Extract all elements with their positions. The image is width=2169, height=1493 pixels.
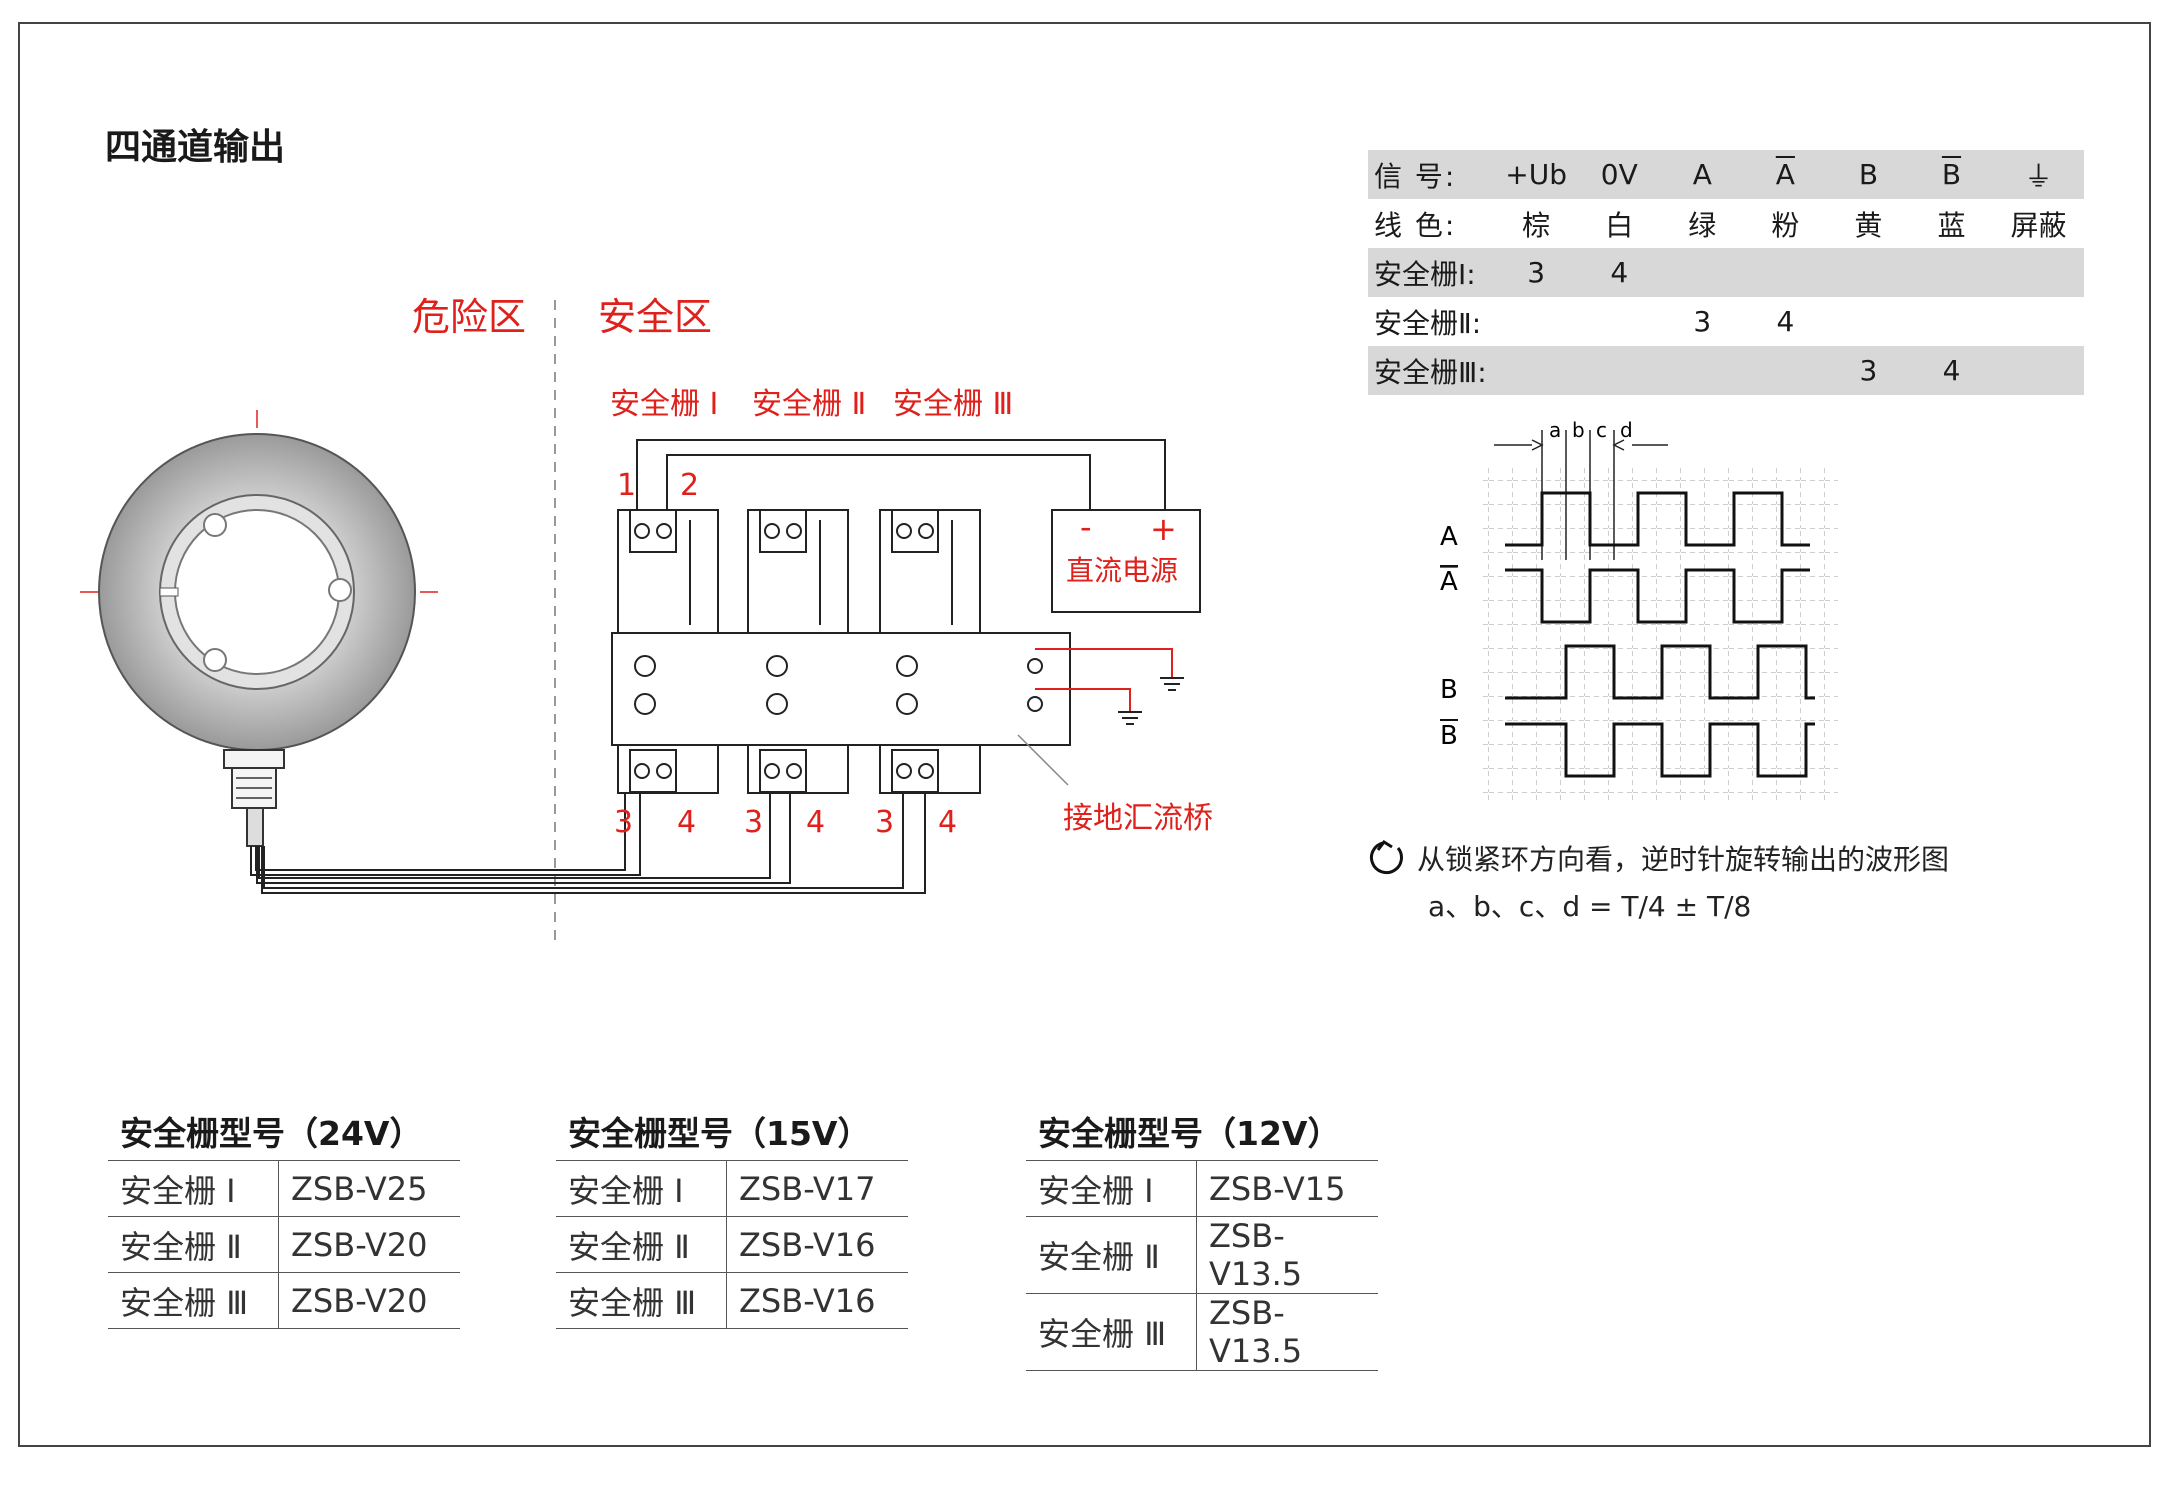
- color-cell: 粉: [1771, 208, 1800, 242]
- encoder-ring: [80, 410, 440, 847]
- color-cell: 棕: [1522, 208, 1551, 242]
- safe-zone-label: 安全区: [598, 295, 712, 339]
- signal-a-bar: A: [1775, 158, 1795, 191]
- power-minus: -: [1080, 508, 1092, 546]
- barrier-module-1: [617, 509, 719, 794]
- channel-a-bar-label: A: [1440, 567, 1458, 597]
- page-frame: [18, 22, 2151, 1447]
- model-code: ZSB-V25: [278, 1160, 460, 1217]
- barrier-3-row: 安全栅Ⅲ: 3 4: [1368, 346, 2084, 395]
- row-value: 4: [1942, 354, 1961, 387]
- row-value: 4: [1776, 305, 1795, 338]
- model-table-title: 安全栅型号（12V）: [1038, 1114, 1341, 1153]
- barrier-2-label: 安全栅 Ⅱ: [752, 387, 866, 422]
- shield-ground-icon: ⏚: [2024, 159, 2053, 193]
- power-plus: +: [1150, 510, 1177, 548]
- model-name: 安全栅 Ⅰ: [1026, 1160, 1197, 1217]
- waveform-diagram: a b c d A A B B: [1440, 418, 1838, 801]
- model-name: 安全栅 Ⅱ: [556, 1216, 727, 1273]
- row-label: 安全栅Ⅱ:: [1374, 306, 1482, 340]
- barrier-2-row: 安全栅Ⅱ: 3 4: [1368, 297, 2084, 346]
- color-cell: 黄: [1854, 208, 1883, 242]
- ground-wiring: [1035, 648, 1173, 712]
- terminal-3-label-b3: 3: [875, 805, 894, 840]
- signal-b: B: [1858, 158, 1879, 191]
- ground-symbol: [1118, 677, 1184, 725]
- row-value: 3: [1527, 256, 1546, 289]
- waveform-formula: a、b、c、d = T/4 ± T/8: [1428, 890, 1752, 923]
- power-supply-label: 直流电源: [1066, 554, 1178, 587]
- bus-bar-leader: [1017, 734, 1069, 786]
- terminal-3-label-b1: 3: [614, 805, 633, 840]
- terminal-4-label-b3: 4: [938, 805, 957, 840]
- row-value: 3: [1859, 354, 1878, 387]
- terminal-1-label: 1: [617, 468, 636, 503]
- model-code: ZSB-V16: [726, 1272, 908, 1329]
- signal-b-bar: B: [1941, 158, 1962, 191]
- signal-table: 信 号: +Ub 0V A A B B ⏚ 线 色: 棕 白 绿 粉 黄 蓝 屏…: [1368, 150, 2084, 395]
- row-value: 4: [1610, 256, 1629, 289]
- model-code: ZSB-V13.5: [1196, 1216, 1378, 1294]
- barrier-3-label: 安全栅 Ⅲ: [893, 387, 1013, 422]
- color-header-label: 线 色:: [1374, 208, 1457, 242]
- phase-c-label: c: [1596, 418, 1607, 442]
- rotation-ccw-icon: [1370, 839, 1403, 875]
- signal-a: A: [1692, 158, 1712, 191]
- color-cell: 屏蔽: [2010, 208, 2067, 242]
- signal-header-label: 信 号:: [1374, 159, 1457, 193]
- signal-row: 信 号: +Ub 0V A A B B ⏚: [1368, 150, 2084, 199]
- terminal-3-label-b2: 3: [744, 805, 763, 840]
- model-name: 安全栅 Ⅰ: [556, 1160, 727, 1217]
- barrier-1-label: 安全栅 Ⅰ: [610, 387, 718, 422]
- model-name: 安全栅 Ⅲ: [1026, 1293, 1197, 1371]
- phase-a-label: a: [1549, 418, 1561, 442]
- model-code: ZSB-V13.5: [1196, 1293, 1378, 1371]
- model-table-title: 安全栅型号（24V）: [120, 1114, 423, 1153]
- terminal-4-label-b2: 4: [806, 805, 825, 840]
- channel-b-label: B: [1440, 675, 1458, 705]
- row-label: 安全栅Ⅲ:: [1374, 355, 1487, 389]
- model-code: ZSB-V17: [726, 1160, 908, 1217]
- channel-a-label: A: [1440, 522, 1458, 552]
- dc-power-supply: - + 直流电源: [1051, 508, 1201, 613]
- ground-bus-bar: [611, 632, 1071, 746]
- terminal-4-label-b1: 4: [677, 805, 696, 840]
- model-code: ZSB-V15: [1196, 1160, 1378, 1217]
- model-name: 安全栅 Ⅲ: [556, 1272, 727, 1329]
- signal-0v: 0V: [1600, 158, 1638, 191]
- model-table-title: 安全栅型号（15V）: [568, 1114, 871, 1153]
- model-name: 安全栅 Ⅲ: [108, 1272, 279, 1329]
- channel-b-bar-label: B: [1440, 721, 1458, 751]
- model-code: ZSB-V20: [278, 1272, 460, 1329]
- color-row: 线 色: 棕 白 绿 粉 黄 蓝 屏蔽: [1368, 199, 2084, 248]
- row-value: 3: [1693, 305, 1712, 338]
- barrier-1-row: 安全栅Ⅰ: 3 4: [1368, 248, 2084, 297]
- color-cell: 白: [1605, 208, 1634, 242]
- danger-zone-label: 危险区: [412, 295, 526, 339]
- barrier-module-3: [879, 509, 981, 794]
- model-code: ZSB-V16: [726, 1216, 908, 1273]
- row-label: 安全栅Ⅰ:: [1374, 257, 1476, 291]
- power-wiring: [636, 439, 1166, 510]
- terminal-2-label: 2: [680, 468, 699, 503]
- model-name: 安全栅 Ⅰ: [108, 1160, 279, 1217]
- model-code: ZSB-V20: [278, 1216, 460, 1273]
- page-title: 四通道输出: [105, 127, 286, 168]
- phase-d-label: d: [1620, 418, 1633, 442]
- ground-bridge-label: 接地汇流桥: [1063, 801, 1213, 836]
- model-name: 安全栅 Ⅱ: [1026, 1216, 1197, 1294]
- phase-b-label: b: [1572, 418, 1585, 442]
- signal-ub: +Ub: [1505, 158, 1568, 191]
- model-name: 安全栅 Ⅱ: [108, 1216, 279, 1273]
- color-cell: 绿: [1688, 208, 1717, 242]
- sensor-cable: [250, 793, 926, 894]
- barrier-module-2: [747, 509, 849, 794]
- color-cell: 蓝: [1937, 208, 1966, 242]
- waveform-note: 从锁紧环方向看，逆时针旋转输出的波形图: [1417, 843, 1950, 876]
